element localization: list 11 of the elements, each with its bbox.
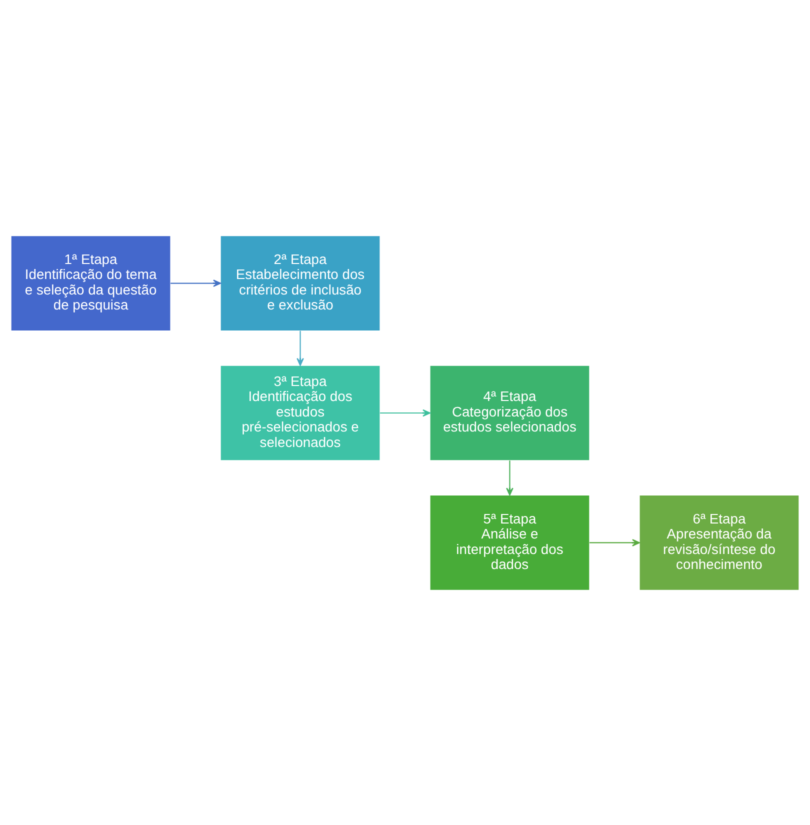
arrow xyxy=(296,330,304,366)
node-box: 1ª Etapa Identificação do tema e seleção da questão de pesquisa xyxy=(10,234,171,331)
arrow xyxy=(506,460,514,496)
node-box: 5ª Etapa Análise e interpretação dos dados xyxy=(430,494,590,590)
node-box: 3ª Etapa Identificação dos estudos pré-selecionados e selecionados xyxy=(220,364,380,460)
node-box: 6ª Etapa Apresentação da revisão/síntese do conhecimento xyxy=(639,494,800,590)
node-box: 4ª Etapa Categorização dos estudos selecionados xyxy=(430,364,590,460)
arrow xyxy=(590,538,640,546)
node-box: 2ª Etapa Estabelecimento dos critérios de inclusão e exclusão xyxy=(220,234,380,331)
arrow xyxy=(170,279,222,286)
arrow xyxy=(380,408,430,416)
